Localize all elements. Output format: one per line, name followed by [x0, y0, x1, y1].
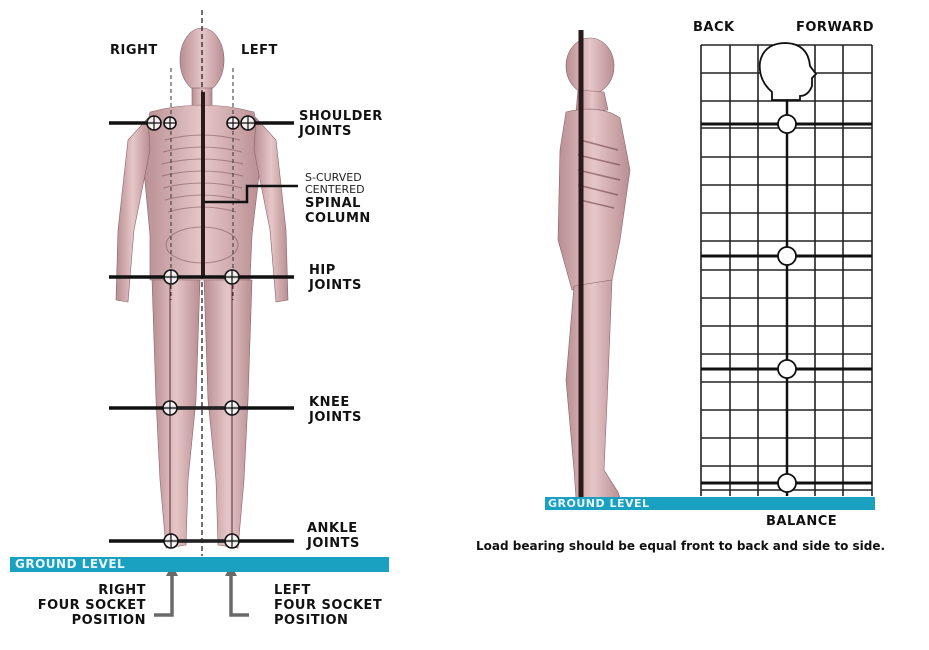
balance-joint-circles [777, 114, 797, 493]
head-outline-icon [758, 42, 818, 101]
side-body-figure [557, 37, 631, 499]
right-side-label: RIGHT [110, 43, 158, 58]
spine-callout-line [205, 184, 298, 204]
left-socket-label: LEFT FOUR SOCKET POSITION [274, 583, 383, 628]
spinal-column-label: S-CURVED CENTERED SPINAL COLUMN [305, 171, 371, 227]
balance-label: BALANCE [766, 514, 838, 529]
side-ground-level-bar: GROUND LEVEL [545, 497, 875, 510]
socket-arrows [154, 573, 249, 617]
forward-label: FORWARD [796, 20, 875, 35]
left-side-label: LEFT [241, 43, 278, 58]
right-socket-label: RIGHT FOUR SOCKET POSITION [37, 583, 146, 628]
load-bearing-caption: Load bearing should be equal front to ba… [476, 539, 886, 553]
back-label: BACK [693, 20, 735, 35]
front-ground-level-bar: GROUND LEVEL [10, 557, 389, 572]
